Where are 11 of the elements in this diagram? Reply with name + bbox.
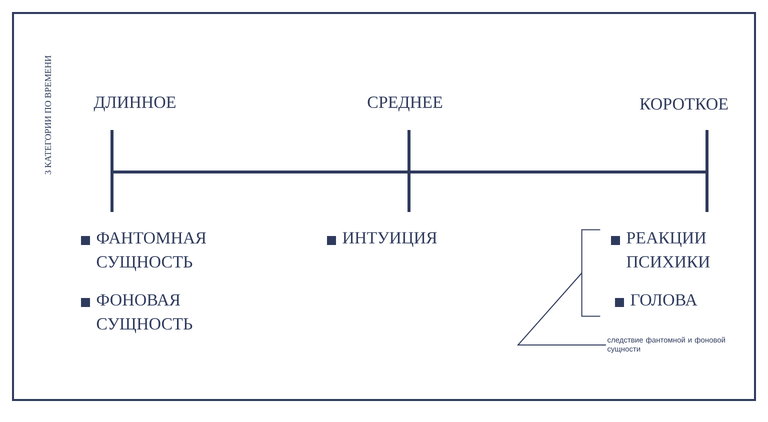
bullet-item: ГОЛОВА [615, 294, 698, 307]
axis-caption: 3 КАТЕГОРИИ ПО ВРЕМЕНИ [44, 56, 52, 174]
category-heading: КОРОТКОЕ [640, 98, 728, 110]
bullet-item: ИНТУИЦИЯ [327, 232, 437, 247]
bullet-item: РЕАКЦИИ ПСИХИКИ [611, 232, 710, 268]
bullet-item: ФАНТОМНАЯ СУЩНОСТЬ [81, 232, 206, 272]
leader-line [516, 272, 606, 346]
category-heading: СРЕДНЕЕ [368, 96, 442, 112]
bracket [581, 229, 601, 317]
bullet-item: ФОНОВАЯ СУЩНОСТЬ [81, 294, 192, 334]
category-heading: ДЛИННОЕ [94, 96, 176, 112]
